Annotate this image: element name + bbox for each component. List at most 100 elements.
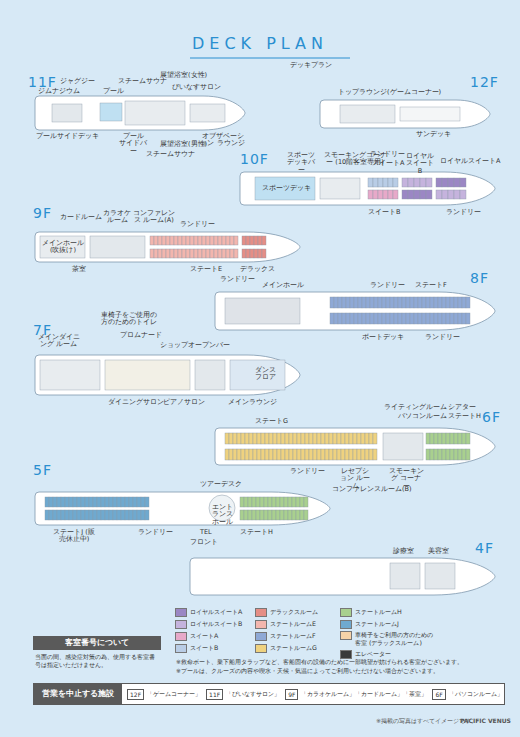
- deck-area: [425, 563, 455, 589]
- deck-area: [426, 433, 430, 444]
- deck-area: [230, 249, 234, 258]
- deck-area: [206, 236, 210, 245]
- deck-area: [125, 101, 185, 125]
- deck-area: [234, 249, 238, 258]
- deck-area: [313, 433, 317, 444]
- deck-area: [458, 449, 462, 460]
- area-label: TEL: [200, 529, 212, 536]
- deck-area: [121, 497, 125, 507]
- deck-area: [45, 497, 49, 507]
- area-label: スポーツ デッキバー: [284, 152, 318, 174]
- deck-area: [365, 433, 369, 444]
- deck-area: [454, 178, 460, 187]
- deck-area: [49, 510, 53, 520]
- area-label: スチームサウナ: [146, 151, 195, 158]
- deck-area: [402, 190, 408, 199]
- deck-area: [198, 249, 202, 258]
- deck-area: [334, 313, 338, 324]
- deck-area: [281, 433, 285, 444]
- deck-area: [304, 497, 308, 507]
- deck-area: [258, 236, 262, 245]
- deck-area: [117, 497, 121, 507]
- deck-number: 6F: [482, 409, 501, 425]
- deck-area: [301, 433, 305, 444]
- deck-area: [234, 236, 238, 245]
- deck-area: [296, 510, 300, 520]
- deck-area: [317, 433, 321, 444]
- facility-name: 「ゲームコーナー」: [147, 690, 201, 699]
- deck-area: [388, 178, 393, 187]
- deck-area: [402, 178, 408, 187]
- deck-area: [383, 178, 388, 187]
- deck-number: 12F: [470, 74, 499, 90]
- legend-text: スイートB: [190, 644, 218, 652]
- deck-area: [154, 249, 158, 258]
- deck-area: [426, 190, 432, 199]
- deck-area: [366, 297, 370, 308]
- deck-number: 9F: [285, 689, 298, 700]
- deck-area: [325, 449, 329, 460]
- deck-area: [300, 510, 304, 520]
- legend-swatch: [175, 632, 187, 641]
- legend-item: ステートルームE: [255, 620, 316, 629]
- deck-area: [442, 313, 446, 324]
- deck-area: [304, 510, 308, 520]
- deck-area: [65, 497, 69, 507]
- deck-area: [73, 497, 77, 507]
- deck-area: [454, 297, 458, 308]
- area-label: デッキプラン: [290, 62, 332, 69]
- deck-area: [406, 297, 410, 308]
- deck-area: [170, 236, 174, 245]
- deck-area: [354, 297, 358, 308]
- deck-area: [353, 449, 357, 460]
- deck-area: [329, 449, 333, 460]
- deck-area: [277, 433, 281, 444]
- deck-area: [337, 449, 341, 460]
- deck-area: [383, 433, 423, 460]
- deck-area: [426, 313, 430, 324]
- area-label: スチームサウナ: [118, 78, 167, 85]
- deck-area: [264, 497, 268, 507]
- deck-area: [434, 297, 438, 308]
- deck-area: [229, 449, 233, 460]
- deck-area: [309, 449, 313, 460]
- area-label: ランドリー: [425, 334, 460, 341]
- deck-area: [230, 236, 234, 245]
- deck-area: [408, 190, 414, 199]
- deck-area: [390, 313, 394, 324]
- deck-area: [225, 298, 300, 324]
- deck-area: [194, 249, 198, 258]
- deck-area: [133, 497, 137, 507]
- deck-area: [233, 449, 237, 460]
- deck-area: [174, 249, 178, 258]
- deck-area: [248, 510, 252, 520]
- deck-area: [276, 510, 280, 520]
- deck-area: [349, 449, 353, 460]
- area-label: オブザベーション ラウンジ: [200, 133, 245, 148]
- deck-area: [414, 313, 418, 324]
- deck-hull: [35, 492, 330, 525]
- note: ※プールは、クルーズの内容や喫水・天候・気温によってご利用いただけない場合がござ…: [176, 668, 506, 675]
- deck-area: [365, 449, 369, 460]
- deck-area: [166, 236, 170, 245]
- deck-area: [398, 313, 402, 324]
- area-label: ステートH: [448, 413, 481, 420]
- legend-item: スイートB: [175, 644, 218, 653]
- deck-area: [65, 510, 69, 520]
- deck-area: [105, 360, 190, 390]
- deck-area: [174, 236, 178, 245]
- deck-area: [280, 510, 284, 520]
- deck-area: [246, 249, 250, 258]
- deck-area: [434, 313, 438, 324]
- deck-area: [320, 178, 360, 199]
- deck-area: [222, 236, 226, 245]
- deck-area: [378, 190, 383, 199]
- panel-heading: 客室番号について: [33, 636, 161, 650]
- area-label: ライティングルーム: [384, 404, 447, 411]
- deck-area: [438, 449, 442, 460]
- deck-area: [229, 433, 233, 444]
- deck-area: [154, 236, 158, 245]
- deck-area: [414, 178, 420, 187]
- deck-area: [198, 236, 202, 245]
- legend-swatch: [255, 632, 267, 641]
